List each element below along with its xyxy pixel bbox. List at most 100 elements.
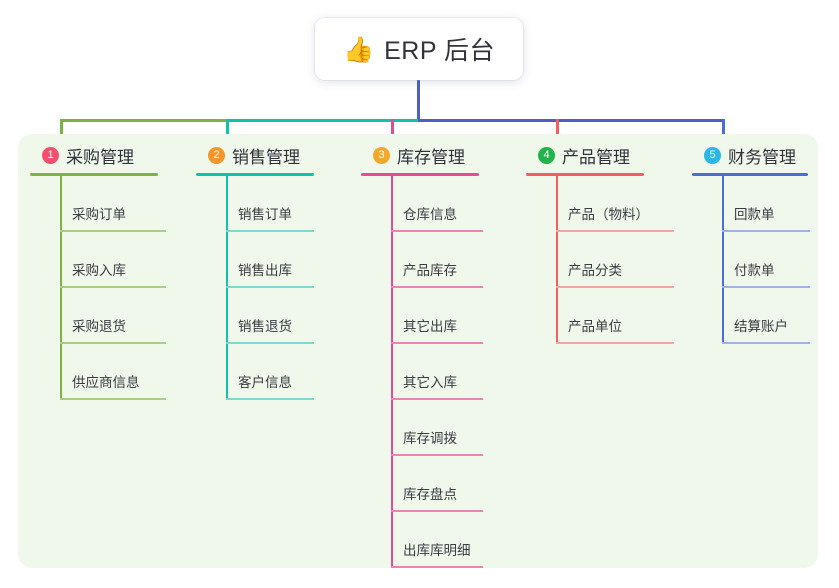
bus-segment-1	[61, 119, 227, 122]
branch-item-underline	[722, 230, 810, 232]
branch-item-label: 库存调拨	[403, 431, 457, 446]
branch-item-label: 采购退货	[72, 319, 126, 334]
branch-header-5[interactable]: 5 财务管理	[692, 142, 808, 168]
branch-item-list-1: 采购订单采购入库采购退货供应商信息	[30, 176, 166, 400]
branch-item-label: 其它出库	[403, 319, 457, 334]
branch-item-list-4: 产品（物料） 产品分类产品单位	[526, 176, 674, 344]
branch-column-3: 3 库存管理仓库信息产品库存其它出库其它入库库存调拨库存盘点出库库明细	[361, 142, 483, 568]
branch-item-label: 出库库明细	[403, 543, 471, 558]
branch-item-underline	[391, 454, 483, 456]
branch-item-label: 产品单位	[568, 319, 622, 334]
branch-header-rule-1	[30, 173, 158, 176]
branch-badge-3: 3	[373, 146, 390, 164]
branch-item-underline	[556, 286, 674, 288]
branch-title-3: 库存管理	[397, 147, 465, 167]
branch-item-label: 产品库存	[403, 263, 457, 278]
branch-item[interactable]: 销售退货	[196, 288, 314, 344]
branch-drop-3	[391, 119, 394, 147]
branch-header-rule-2	[196, 173, 314, 176]
branch-item[interactable]: 销售出库	[196, 232, 314, 288]
branch-header-3[interactable]: 3 库存管理	[361, 142, 479, 168]
branch-spine-5	[722, 176, 724, 344]
branch-item-label: 结算账户	[734, 319, 788, 334]
branch-item[interactable]: 回款单	[692, 176, 810, 232]
bus-segment-3	[418, 119, 723, 122]
root-node-title: ERP 后台	[384, 37, 496, 65]
branch-item[interactable]: 出库库明细	[361, 512, 483, 568]
branch-column-4: 4 产品管理产品（物料） 产品分类产品单位	[526, 142, 674, 344]
branch-item-label: 付款单	[734, 263, 775, 278]
branch-item-label: 销售出库	[238, 263, 292, 278]
branch-spine-2	[226, 176, 228, 400]
branch-badge-2: 2	[208, 146, 225, 164]
branch-header-rule-4	[526, 173, 644, 176]
branch-item[interactable]: 库存调拨	[361, 400, 483, 456]
branch-item-underline	[391, 566, 483, 568]
branch-item-underline	[391, 230, 483, 232]
root-trunk	[417, 80, 420, 122]
branch-item-underline	[60, 286, 166, 288]
branch-drop-2	[226, 119, 229, 147]
branch-header-2[interactable]: 2 销售管理	[196, 142, 314, 168]
branch-item-underline	[556, 230, 674, 232]
branch-item-label: 采购订单	[72, 207, 126, 222]
branch-item[interactable]: 采购订单	[30, 176, 166, 232]
branch-item-label: 其它入库	[403, 375, 457, 390]
branch-item-label: 客户信息	[238, 375, 292, 390]
branch-item-underline	[60, 230, 166, 232]
branch-item[interactable]: 采购退货	[30, 288, 166, 344]
branch-item-underline	[226, 398, 314, 400]
branch-item[interactable]: 客户信息	[196, 344, 314, 400]
branch-item-underline	[556, 342, 674, 344]
branch-title-5: 财务管理	[728, 147, 796, 167]
branch-item-label: 供应商信息	[72, 375, 140, 390]
branch-drop-5	[722, 119, 725, 147]
diagram-panel	[18, 134, 818, 568]
branch-header-1[interactable]: 1 采购管理	[30, 142, 158, 168]
branch-item[interactable]: 产品单位	[526, 288, 674, 344]
branch-badge-4: 4	[538, 146, 555, 164]
branch-item-underline	[391, 398, 483, 400]
branch-item[interactable]: 结算账户	[692, 288, 810, 344]
branch-item[interactable]: 付款单	[692, 232, 810, 288]
branch-drop-1	[60, 119, 63, 147]
branch-item-underline	[60, 342, 166, 344]
branch-item[interactable]: 其它入库	[361, 344, 483, 400]
branch-item[interactable]: 供应商信息	[30, 344, 166, 400]
branch-item-underline	[226, 342, 314, 344]
branch-item[interactable]: 库存盘点	[361, 456, 483, 512]
branch-item[interactable]: 仓库信息	[361, 176, 483, 232]
branch-item[interactable]: 产品（物料）	[526, 176, 674, 232]
branch-item-list-2: 销售订单销售出库销售退货客户信息	[196, 176, 314, 400]
branch-column-5: 5 财务管理回款单付款单结算账户	[692, 142, 810, 344]
branch-item-underline	[722, 286, 810, 288]
branch-item[interactable]: 产品库存	[361, 232, 483, 288]
branch-item-underline	[722, 342, 810, 344]
branch-header-rule-5	[692, 173, 808, 176]
branch-item[interactable]: 销售订单	[196, 176, 314, 232]
branch-item-label: 产品分类	[568, 263, 622, 278]
branch-badge-1: 1	[42, 146, 59, 164]
branch-item-underline	[391, 286, 483, 288]
branch-title-2: 销售管理	[232, 147, 300, 167]
branch-badge-5: 5	[704, 146, 721, 164]
thumbs-up-icon: 👍	[342, 34, 375, 64]
branch-drop-4	[556, 119, 559, 147]
branch-item-label: 库存盘点	[403, 487, 457, 502]
branch-item[interactable]: 采购入库	[30, 232, 166, 288]
root-node[interactable]: 👍 ERP 后台	[315, 18, 523, 80]
branch-item-underline	[226, 230, 314, 232]
branch-item-label: 回款单	[734, 207, 775, 222]
branch-title-1: 采购管理	[66, 147, 134, 167]
branch-item-underline	[60, 398, 166, 400]
branch-item-label: 销售退货	[238, 319, 292, 334]
branch-item-label: 采购入库	[72, 263, 126, 278]
branch-spine-3	[391, 176, 393, 568]
branch-header-4[interactable]: 4 产品管理	[526, 142, 644, 168]
branch-title-4: 产品管理	[562, 147, 630, 167]
branch-item-label: 销售订单	[238, 207, 292, 222]
branch-spine-4	[556, 176, 558, 344]
branch-item[interactable]: 其它出库	[361, 288, 483, 344]
branch-item-list-5: 回款单付款单结算账户	[692, 176, 810, 344]
branch-item[interactable]: 产品分类	[526, 232, 674, 288]
